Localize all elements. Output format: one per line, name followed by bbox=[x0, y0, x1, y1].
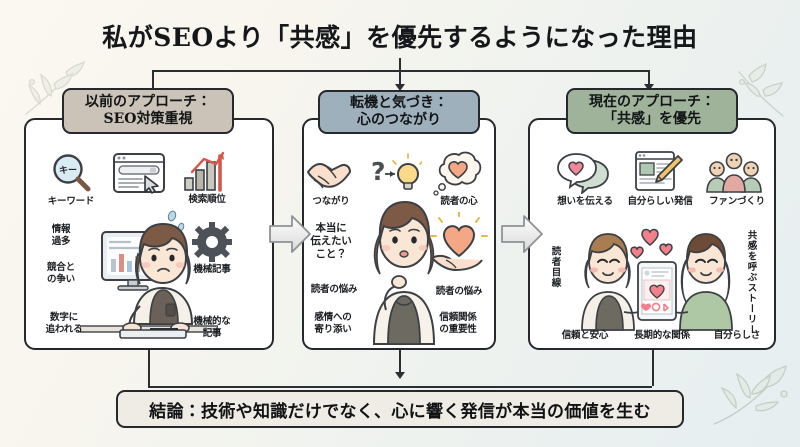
connector-title-stem bbox=[399, 58, 401, 71]
hand-holding-heart-icon bbox=[428, 211, 490, 279]
two-women-with-tablet-figure bbox=[576, 216, 738, 337]
leader-line-mechanical-article bbox=[150, 328, 178, 330]
label-reader-worries-right: 読者の悩み bbox=[435, 286, 483, 297]
gear-icon bbox=[192, 222, 232, 267]
label-empathy-story: 共感を呼ぶストーリー bbox=[745, 230, 757, 335]
label-trust-importance: 信頼関係 の重要性 bbox=[439, 312, 477, 335]
article-pencil-icon bbox=[634, 150, 684, 199]
panel-now-header-line2: 「共感」を優先 bbox=[603, 111, 701, 127]
arrow-panel1-to-panel2 bbox=[268, 212, 312, 261]
label-keyword: キーワード bbox=[47, 196, 95, 207]
label-authentic-publishing: 自分らしい発信 bbox=[627, 196, 693, 207]
thinking-woman-figure bbox=[352, 182, 456, 351]
label-convey-feelings: 想いを伝える bbox=[557, 196, 613, 207]
thought-bubble-heart-icon bbox=[432, 150, 484, 201]
connector-arrowhead-header2 bbox=[395, 84, 405, 91]
magnifier-keyword-icon: キー bbox=[50, 152, 92, 199]
label-chased-by-numbers: 数字に 追われる bbox=[45, 312, 83, 335]
panel-turning-point-header-line2: 心のつながり bbox=[357, 112, 441, 128]
label-machine-article: 機械記事 bbox=[193, 264, 231, 275]
label-readers-heart: 読者の心 bbox=[440, 196, 478, 207]
handshake-icon bbox=[306, 154, 352, 197]
question-to-lightbulb-icon: ? bbox=[362, 152, 424, 199]
panel-now-header: 現在のアプローチ： 「共感」を優先 bbox=[566, 88, 738, 134]
panel-now-header-line1: 現在のアプローチ： bbox=[589, 93, 715, 110]
connector-panel3-down bbox=[652, 350, 654, 386]
label-information-overload: 情報 過多 bbox=[51, 224, 71, 247]
connector-bottom-horizontal bbox=[148, 386, 652, 388]
svg-text:キー: キー bbox=[59, 165, 77, 176]
heart-speech-bubble-icon bbox=[556, 152, 610, 199]
label-what-i-want-to-convey: 本当に 伝えたい こと？ bbox=[310, 222, 352, 261]
label-competition: 競合と の争い bbox=[47, 262, 75, 285]
label-trust-and-safety: 信頼と安心 bbox=[561, 330, 609, 341]
connector-to-header2 bbox=[399, 70, 401, 86]
panel-turning-point-header: 転機と気づき： 心のつながり bbox=[318, 90, 480, 134]
label-fan-building: ファンづくり bbox=[709, 196, 765, 207]
svg-text:?: ? bbox=[371, 157, 386, 186]
leaf-sprig-top-right-icon bbox=[735, 62, 795, 124]
connector-panel2-down bbox=[399, 350, 401, 374]
page-title: 私がSEOより「共感」を優先するようになった理由 bbox=[102, 23, 698, 52]
ranking-chart-icon bbox=[182, 150, 228, 197]
people-group-icon bbox=[706, 152, 762, 199]
panel-before-header-line1: 以前のアプローチ： bbox=[85, 93, 211, 110]
label-connection: つながり bbox=[312, 196, 350, 207]
connector-arrowhead-conclusion bbox=[395, 372, 405, 379]
connector-panel1-down bbox=[148, 350, 150, 386]
panel-before-header: 以前のアプローチ： SEO対策重視 bbox=[62, 88, 234, 134]
panel-before-header-line2: SEO対策重視 bbox=[103, 111, 193, 127]
label-long-term-relationship: 長期的な関係 bbox=[634, 330, 690, 341]
panel-turning-point-header-line1: 転機と気づき： bbox=[350, 94, 448, 111]
connector-to-header1 bbox=[152, 70, 154, 89]
conclusion-banner: 結論：技術や知識だけでなく、心に響く発信が本当の価値を生む bbox=[116, 390, 684, 428]
label-emotional-empathy: 感情への 寄り添い bbox=[314, 312, 352, 335]
arrow-panel2-to-panel3 bbox=[500, 212, 544, 261]
connector-to-header3 bbox=[648, 70, 650, 86]
leaf-sprig-bottom-right-icon bbox=[712, 362, 794, 440]
label-reader-perspective: 読者目線 bbox=[549, 246, 561, 288]
search-result-cursor-icon bbox=[112, 152, 166, 199]
label-reader-worries-left: 読者の悩み bbox=[310, 284, 358, 295]
label-mechanical-article: 機械的な 記事 bbox=[193, 316, 231, 339]
connector-arrowhead-header3 bbox=[644, 84, 654, 91]
label-search-ranking: 検索順位 bbox=[188, 194, 226, 205]
label-being-yourself: 自分らしさ bbox=[713, 330, 761, 341]
